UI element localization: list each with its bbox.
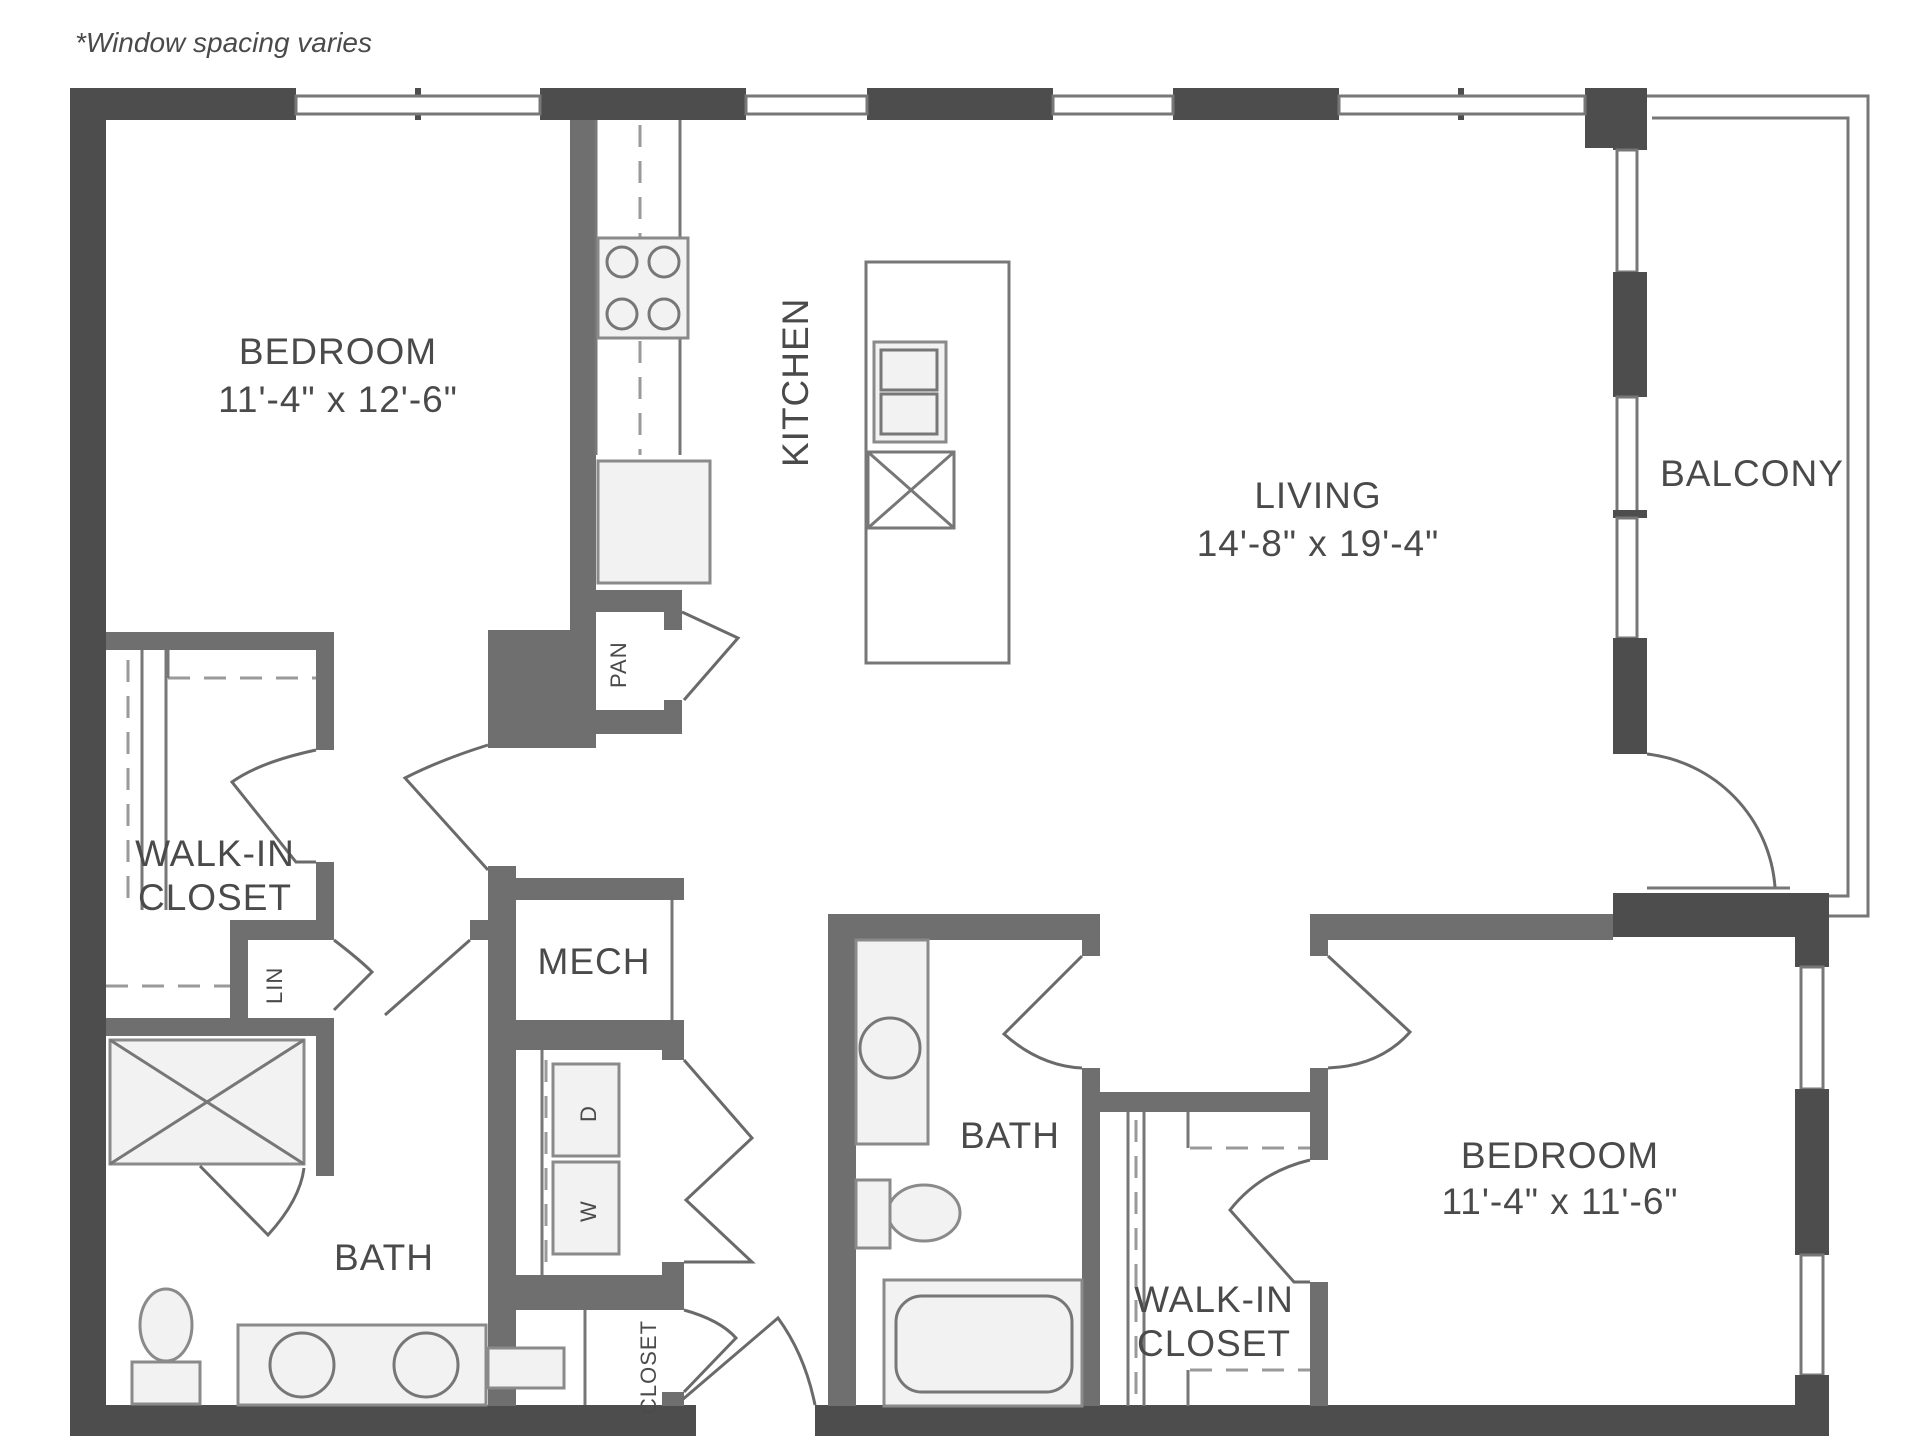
- bedroom2-fixtures: [1126, 954, 1413, 1406]
- linen-door[interactable]: [332, 938, 375, 1012]
- bedroom2-name: BEDROOM: [1461, 1135, 1659, 1176]
- bath2-label: BATH: [960, 1115, 1060, 1156]
- closet-label: CLOSET: [636, 1320, 661, 1414]
- bath2-fixtures: [854, 938, 1084, 1408]
- toilet-bath1: [138, 1287, 194, 1363]
- bedroom2-dims: 11'-4" x 11'-6": [1441, 1181, 1678, 1222]
- laundry-fixtures: [540, 900, 817, 1406]
- vanity-bath2: [854, 938, 930, 1146]
- shower-door[interactable]: [198, 1164, 306, 1238]
- interior-walls: [106, 120, 1613, 1406]
- bedroom1-name: BEDROOM: [239, 331, 437, 372]
- window-spacing-note: *Window spacing varies: [75, 27, 372, 58]
- bath2-door[interactable]: [1001, 954, 1084, 1070]
- walkin1-line1: WALK-IN: [135, 833, 295, 874]
- walkin2-line1: WALK-IN: [1134, 1279, 1294, 1320]
- stove: [596, 236, 690, 340]
- closet-door[interactable]: [682, 1308, 739, 1394]
- dishwasher: [866, 450, 956, 530]
- room-labels: BEDROOM 11'-4" x 12'-6" KITCHEN PAN LIVI…: [135, 298, 1844, 1414]
- living-name: LIVING: [1254, 475, 1381, 516]
- balcony-label: BALCONY: [1660, 453, 1844, 494]
- bathtub: [882, 1278, 1084, 1408]
- bath1-fixtures: [108, 1038, 566, 1407]
- balcony-door[interactable]: [1646, 752, 1777, 888]
- exterior-walls: [70, 88, 1829, 1436]
- bedroom1-closet-door[interactable]: [229, 748, 317, 864]
- hall-door-bedroom1[interactable]: [402, 743, 490, 872]
- washer: [551, 1160, 621, 1256]
- pantry-label: PAN: [606, 641, 631, 688]
- kitchen-island: [864, 260, 1011, 665]
- bedroom1-dims: 11'-4" x 12'-6": [218, 379, 458, 420]
- bedroom2-door[interactable]: [1326, 954, 1413, 1070]
- bath1-label: BATH: [334, 1237, 434, 1278]
- refrigerator: [596, 459, 712, 585]
- balcony-railing: [1646, 94, 1870, 918]
- pantry-door[interactable]: [681, 610, 741, 701]
- dryer-label: D: [576, 1105, 601, 1122]
- linen-label: LIN: [262, 967, 287, 1004]
- bath1-entry-door[interactable]: [384, 938, 471, 1017]
- kitchen-label: KITCHEN: [775, 298, 816, 467]
- kitchen-fixtures: [594, 120, 1011, 701]
- mech-label: MECH: [538, 941, 651, 982]
- double-vanity: [236, 1323, 488, 1407]
- dryer: [551, 1062, 621, 1158]
- walkin1-line2: CLOSET: [138, 877, 292, 918]
- walkin2-line2: CLOSET: [1137, 1323, 1291, 1364]
- toilet-bath2: [886, 1183, 962, 1243]
- washer-label: W: [576, 1200, 601, 1222]
- bedroom1-fixtures: [106, 650, 490, 1017]
- kitchen-sink: [872, 340, 948, 444]
- entry-door[interactable]: [681, 1315, 817, 1406]
- bedroom2-closet-door[interactable]: [1228, 1158, 1311, 1284]
- laundry-door[interactable]: [682, 1059, 756, 1264]
- living-dims: 14'-8" x 19'-4": [1197, 523, 1440, 564]
